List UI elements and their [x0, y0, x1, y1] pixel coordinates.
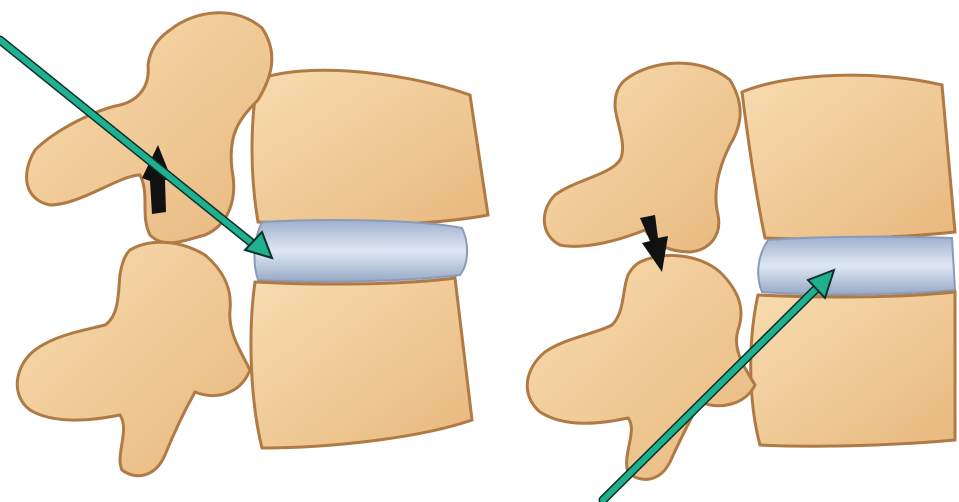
right-intervertebral-disc — [758, 237, 955, 295]
right-upper-posterior-elements — [544, 63, 740, 252]
right-upper-vertebral-body — [742, 75, 955, 239]
left-upper-posterior-elements — [27, 13, 272, 243]
right-lower-vertebral-body — [751, 292, 955, 446]
right-vertebra-panel — [527, 63, 955, 479]
left-intervertebral-disc — [255, 220, 468, 282]
left-lower-vertebral-body — [251, 278, 472, 448]
left-upper-vertebral-body — [252, 70, 488, 224]
left-lower-posterior-elements — [17, 242, 250, 476]
right-lower-posterior-elements — [527, 255, 755, 479]
